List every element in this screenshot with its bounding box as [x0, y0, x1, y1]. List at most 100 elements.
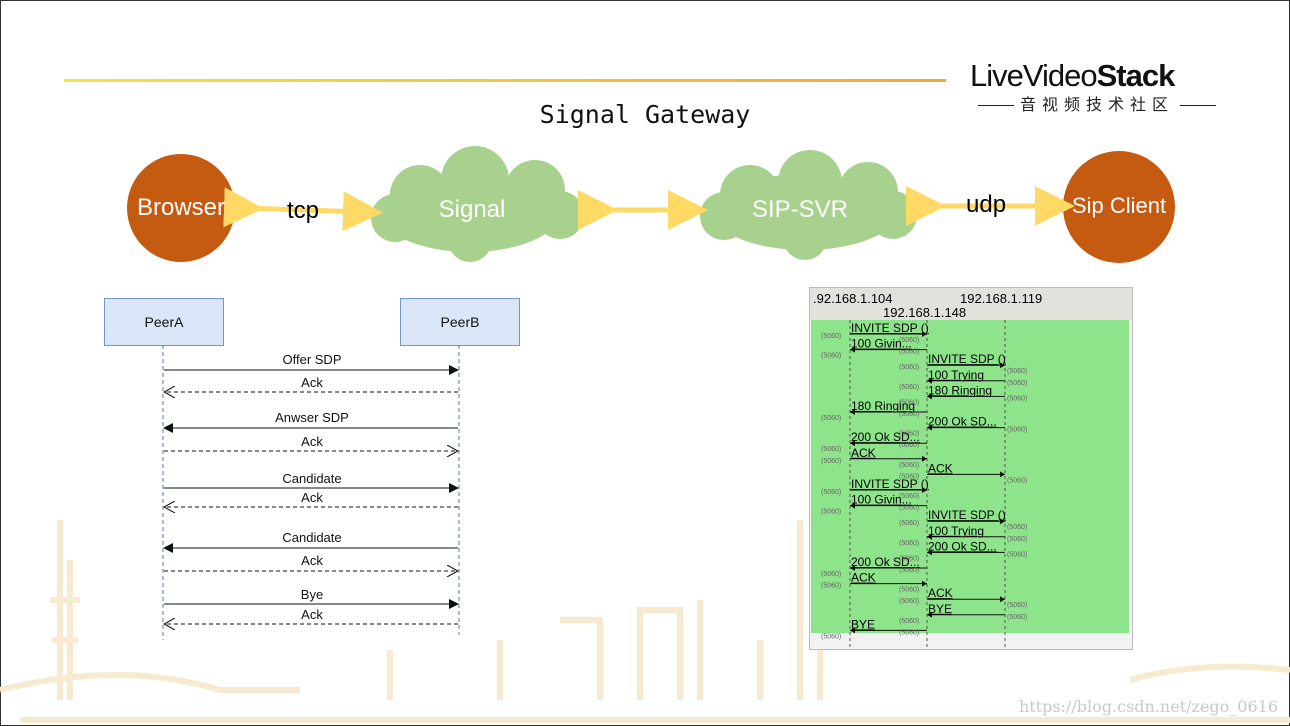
capture-flow-label-19: BYE — [928, 602, 952, 616]
capture-port-label: (5060) — [899, 555, 919, 562]
participant-peera-label: PeerA — [144, 314, 184, 330]
signal-cloud-shape — [371, 146, 584, 262]
udp-edge-label: udp — [966, 191, 1007, 218]
livevideostack-logo: LiveVideoStack — [970, 58, 1176, 94]
capture-port-label: (5060) — [899, 540, 919, 547]
capture-port-label: (5060) — [899, 337, 919, 344]
capture-port-label: (5060) — [1007, 477, 1027, 484]
capture-flow-arrowhead-17 — [922, 580, 927, 587]
capture-flow-label-14: 100 Trying — [928, 524, 984, 538]
capture-header: .92.168.1.104 192.168.1.119 192.168.1.14… — [810, 288, 1132, 320]
capture-flow-graph: INVITE SDP ()(5060)(5060)100 Givin...(50… — [821, 320, 1027, 649]
capture-flow-arrowhead-7 — [927, 424, 932, 431]
sipsvr-cloud-shape — [700, 150, 917, 260]
message-label-10: Ack — [301, 607, 323, 622]
sip-flow-capture: .92.168.1.104 192.168.1.119 192.168.1.14… — [809, 287, 1133, 650]
capture-port-label: (5060) — [1007, 536, 1027, 543]
capture-flow-arrowhead-11 — [922, 487, 927, 493]
capture-flow-label-6: 180 Ringing — [851, 399, 915, 413]
capture-flow-label-8: 200 Ok SD... — [851, 430, 920, 444]
message-label-1: Offer SDP — [282, 352, 342, 367]
capture-flow-label-15: 200 Ok SD... — [928, 539, 997, 553]
capture-flow-arrowhead-13 — [1000, 518, 1005, 525]
capture-flow-arrowhead-1 — [922, 331, 927, 337]
tcp-edge-label: tcp — [287, 197, 320, 224]
capture-flow-arrowhead-16 — [850, 565, 855, 571]
capture-flow-label-12: 100 Givin... — [851, 493, 912, 507]
capture-flow-arrowhead-12 — [850, 502, 855, 509]
header-accent-line — [64, 79, 946, 82]
capture-port-label: (5060) — [899, 493, 919, 500]
participant-peerb: PeerB — [400, 298, 520, 346]
capture-port-label: (5060) — [821, 415, 841, 422]
capture-port-label: (5060) — [1007, 380, 1027, 387]
message-label-9: Bye — [300, 587, 324, 602]
capture-host-b: 192.168.1.148 — [883, 305, 967, 320]
capture-port-label: (5060) — [821, 489, 841, 496]
capture-flow-arrowhead-9 — [922, 455, 927, 462]
message-label-4: Ack — [301, 434, 323, 449]
csdn-watermark: https://blog.csdn.net/zego_0616 — [1019, 697, 1278, 716]
browser-node-label: Browser — [136, 194, 226, 221]
capture-port-label: (5060) — [1007, 427, 1027, 434]
capture-port-label: (5060) — [899, 587, 919, 594]
capture-flow-label-18: ACK — [928, 586, 953, 600]
capture-flow-arrowhead-18 — [1000, 596, 1005, 603]
capture-port-label: (5060) — [821, 633, 841, 640]
capture-port-label: (5060) — [899, 618, 919, 625]
capture-flow-label-17: ACK — [851, 571, 876, 585]
logo-subtitle: 音视频技术社区 — [972, 91, 1220, 115]
capture-port-label: (5060) — [899, 364, 919, 371]
capture-host-c: 192.168.1.119 — [960, 291, 1043, 306]
capture-port-label: (5060) — [899, 505, 919, 512]
capture-flow-arrowhead-19 — [927, 611, 932, 618]
message-label-6: Ack — [301, 490, 323, 505]
capture-port-label: (5060) — [1007, 551, 1027, 558]
capture-port-label: (5060) — [821, 509, 841, 516]
sipclient-node: Sip Client — [1063, 178, 1175, 234]
capture-flow-arrowhead-2 — [850, 346, 855, 353]
capture-port-label: (5060) — [899, 629, 919, 636]
capture-port-label: (5060) — [899, 384, 919, 391]
message-label-7: Candidate — [282, 530, 342, 545]
capture-flow-arrowhead-5 — [927, 393, 932, 400]
capture-port-label: (5060) — [899, 431, 919, 438]
capture-port-label: (5060) — [899, 399, 919, 406]
architecture-diagram — [127, 146, 1175, 263]
capture-port-label: (5060) — [899, 462, 919, 469]
capture-flow-label-5: 180 Ringing — [928, 383, 992, 397]
capture-port-label: (5060) — [899, 411, 919, 418]
capture-host-a: .92.168.1.104 — [813, 291, 893, 306]
capture-port-label: (5060) — [821, 458, 841, 465]
capture-flow-arrowhead-3 — [1000, 362, 1005, 369]
capture-port-label: (5060) — [1007, 602, 1027, 609]
capture-port-label: (5060) — [899, 349, 919, 356]
capture-flow-label-3: INVITE SDP () — [928, 352, 1006, 366]
signal-node-label: Signal — [438, 196, 506, 223]
capture-port-label: (5060) — [1007, 395, 1027, 402]
capture-flow-label-20: BYE — [851, 617, 875, 631]
capture-flow-arrowhead-20 — [850, 627, 855, 634]
capture-port-label: (5060) — [821, 446, 841, 453]
capture-flow-label-16: 200 Ok SD... — [851, 555, 920, 569]
signal-node: Signal — [402, 182, 542, 238]
capture-flow-arrowhead-8 — [850, 440, 855, 447]
participant-peerb-label: PeerB — [440, 314, 480, 330]
capture-flow-arrowhead-4 — [927, 377, 932, 384]
sipsvr-node: SIP-SVR — [730, 182, 870, 238]
capture-port-label: (5060) — [899, 442, 919, 449]
message-label-2: Ack — [301, 375, 323, 390]
sipclient-node-label: Sip Client — [1071, 193, 1167, 218]
participant-peera: PeerA — [104, 298, 224, 346]
message-label-3: Anwser SDP — [275, 410, 349, 425]
message-label-8: Ack — [301, 553, 323, 568]
capture-flow-label-7: 200 Ok SD... — [928, 415, 997, 429]
capture-port-label: (5060) — [821, 353, 841, 360]
capture-port-label: (5060) — [1007, 614, 1027, 621]
capture-port-label: (5060) — [1007, 524, 1027, 531]
logo-text-prefix: LiveVideo — [970, 58, 1098, 93]
edge-browser-signal — [223, 187, 383, 232]
capture-port-label: (5060) — [821, 583, 841, 590]
capture-flow-label-4: 100 Trying — [928, 368, 984, 382]
logo-text-bold: Stack — [1096, 58, 1176, 93]
